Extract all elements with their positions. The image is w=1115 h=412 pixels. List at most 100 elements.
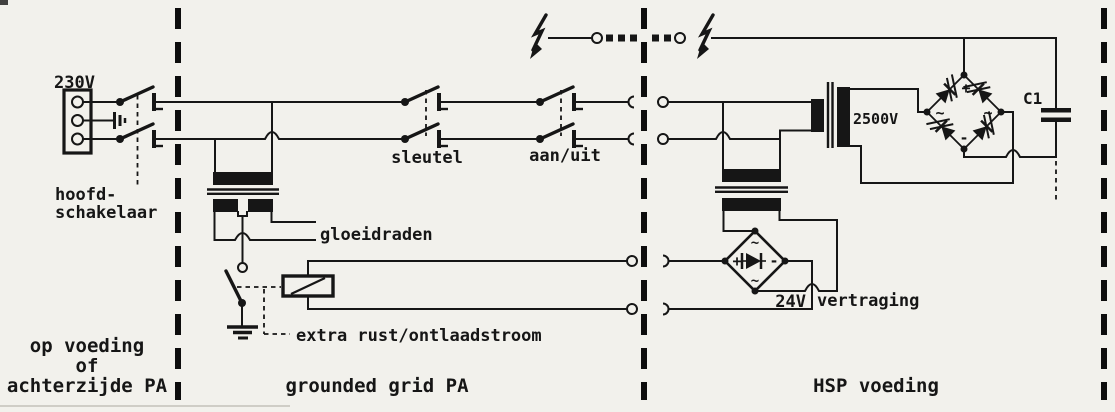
delay-voltage-label: 24V [775,292,806,312]
switch-blade [538,85,575,104]
earth-ground-icon [113,112,127,129]
on-off-switch [536,85,583,148]
lightning-bolt-icon [697,13,715,59]
diode-icon [963,81,993,104]
minus-out-wire [667,260,813,310]
switch-blade [403,85,440,104]
secondary-winding [213,199,238,212]
primary-winding [722,169,781,182]
diode-icon [740,253,766,269]
interconnectors [626,95,670,316]
grounding-switch [224,262,290,340]
minus-wire-with-hop [963,148,1057,158]
grounded-grid-pa-section: sleutel aan/uit [155,85,630,397]
heavy-dash-link [606,34,671,42]
left-caption-3: achterzijde PA [7,375,168,397]
filaments-label: gloeidraden [320,225,433,245]
capacitor-plate [1041,108,1071,113]
node-dot [923,108,931,116]
mains-voltage-label: 230V [54,73,95,93]
key-switch [401,85,448,148]
node-dot [751,287,759,295]
lightning-bolt-icon [530,13,548,59]
primary-winding [811,99,824,132]
switch-blade [118,85,155,104]
node-dot [781,257,789,265]
bridge-plus: + [732,252,741,270]
pin-connector [674,32,686,44]
scan-artifact [0,0,8,5]
ac-wire [849,88,924,113]
right-caption: HSP voeding [813,375,939,397]
hv-winding-label: 2500V [853,110,898,128]
delay-word-label: vertraging [817,291,919,311]
diode-icon [972,111,995,141]
bridge-plus: + [961,79,970,97]
secondary-winding [722,198,781,211]
bridge-minus: - [769,252,778,270]
mains-pin-l [71,95,84,109]
hv-transformer [811,82,850,148]
hv-bridge-rectifier: + - ~ ~ [849,37,1057,184]
secondary-lead [722,210,752,232]
bridge-ac: ~ [751,235,759,251]
delay-transformer [715,169,838,292]
main-switch-label-1: hoofd- [55,185,116,205]
bridge-minus: - [959,129,968,147]
middle-caption: grounded grid PA [285,375,469,397]
pin-connector [626,255,638,267]
bridge-ac: ~ [983,104,992,122]
node-dot [960,145,968,153]
bridge-ac: ~ [751,273,759,289]
switch-blade [224,269,244,305]
panel-dividers [175,8,1107,400]
ac-wire [849,111,1014,184]
bridge-ac: ~ [935,104,944,122]
diode-icon [935,74,958,104]
wire-l2-with-hop [155,131,402,140]
relay-coil [281,260,335,310]
filament-transformer [207,172,316,264]
hsp-section: 2500V [667,37,1071,397]
wire-feed [779,129,812,170]
pin-connector [626,303,638,315]
pin-connector [657,96,669,108]
left-caption-2: of [76,355,99,377]
capacitor-label: C1 [1023,89,1042,108]
socket-connector [627,95,635,109]
switch-blade [118,122,155,141]
main-switch [116,85,163,188]
node-dot [751,227,759,235]
secondary-winding [248,199,273,212]
interlock-line [530,13,1057,109]
on-off-switch-label: aan/uit [529,146,601,166]
left-caption-1: op voeding [30,335,144,357]
diode-icon [926,118,956,141]
main-switch-label-2: schakelaar [55,203,157,223]
earth-ground-icon [227,325,258,340]
pin-connector [591,32,603,44]
mains-pin-e [71,114,84,127]
extra-current-label: extra rust/ontlaadstroom [296,326,542,346]
switch-blade [403,122,440,141]
capacitor-plate [1041,117,1071,122]
relay-diagonal [290,277,326,295]
primary-winding [213,172,273,185]
key-switch-label: sleutel [391,148,463,168]
socket-connector [627,132,635,146]
hv-plus-rail [711,37,1057,109]
delay-bridge-rectifier: ~ ~ + - [667,227,813,310]
secondary-winding [837,87,850,147]
pin-connector [657,133,669,145]
node-dot [721,257,729,265]
filament-wire-top [270,211,316,223]
node-dot [960,71,968,79]
switch-blade [538,122,575,141]
mains-input-section: 230V hoofd- schakelaar op voeding [7,73,168,397]
capacitor-c1 [1041,108,1071,200]
filament-wire-bottom [213,211,316,241]
switch-contact-point [237,262,248,273]
secondary-lead-with-hop [758,210,838,292]
